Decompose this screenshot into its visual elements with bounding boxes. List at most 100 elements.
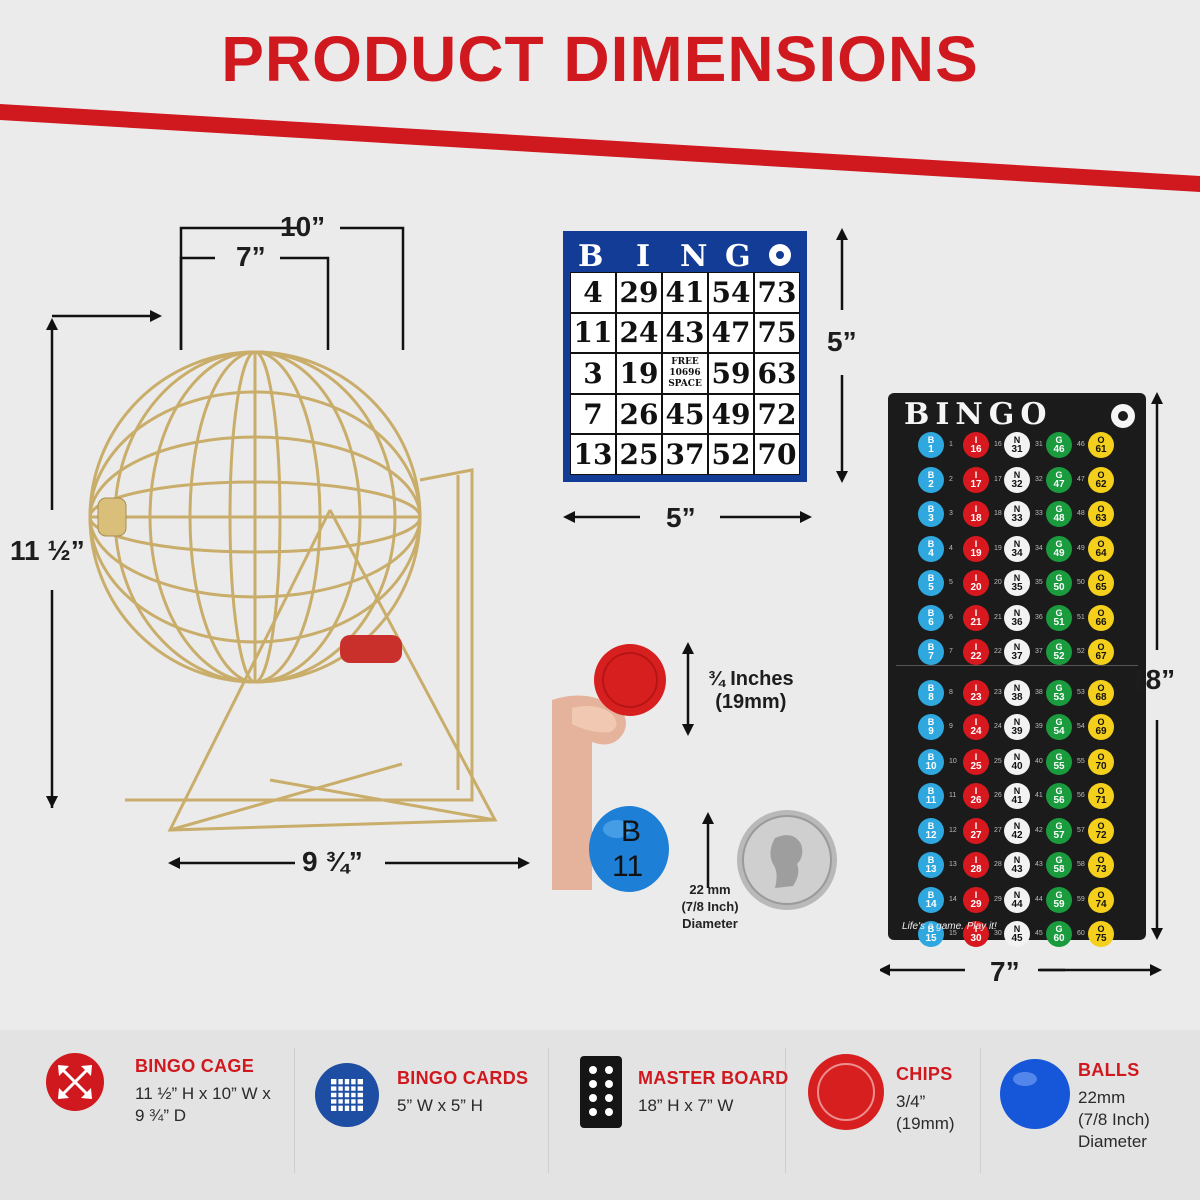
master-small-number: 52 (1077, 648, 1085, 655)
bingo-card-header: B I N G (570, 238, 800, 274)
master-ball-letter: G (1055, 538, 1063, 549)
master-ball-letter: B (927, 751, 935, 762)
master-ball-number: 24 (970, 726, 982, 737)
master-small-number: 51 (1077, 613, 1085, 621)
cage-height-label: 11 ½” (10, 535, 85, 566)
master-ball-number: 1 (928, 444, 934, 455)
master-ball-letter: G (1055, 573, 1063, 583)
master-ball-letter: I (974, 786, 978, 796)
master-ball-number: 45 (1011, 933, 1023, 944)
master-small-number: 31 (1035, 441, 1043, 448)
master-dimension-lines (880, 964, 1065, 976)
master-ball-letter: O (1097, 924, 1105, 934)
card-grid-icon (315, 1063, 379, 1127)
master-ball-number: 6 (928, 616, 934, 628)
master-small-number: 9 (949, 723, 953, 730)
card-cell: 47 (708, 312, 754, 354)
master-small-number: 44 (1035, 895, 1043, 903)
master-ball-number: 49 (1053, 547, 1065, 559)
master-ball-number: 61 (1095, 444, 1107, 455)
master-small-number: 46 (1077, 441, 1085, 448)
footer-divider (785, 1048, 786, 1173)
master-ball-number: 67 (1095, 651, 1107, 662)
master-ball-letter: B (927, 607, 935, 618)
feature-line: (19mm) (896, 1114, 955, 1133)
master-ball-letter: G (1055, 504, 1063, 514)
master-board-icon (580, 1056, 622, 1128)
card-cell: 54 (708, 272, 754, 313)
master-board-tagline: Life's a game. Play it! (902, 921, 997, 932)
master-small-number: 38 (1035, 688, 1043, 696)
feature-line: 9 ¾” D (135, 1106, 187, 1125)
cage-width-outer-label: 10” (280, 211, 326, 242)
ball-number: 11 (612, 850, 644, 883)
master-ball-number: 14 (925, 898, 937, 910)
master-ball-number: 52 (1053, 651, 1065, 662)
master-ball-number: 12 (925, 829, 937, 841)
chip-dimension-line (682, 642, 694, 736)
master-small-number: 20 (994, 579, 1002, 586)
master-small-number: 58 (1077, 861, 1085, 868)
master-ball-letter: G (1055, 820, 1063, 831)
feature-title: CHIPS (896, 1064, 953, 1084)
master-ball-letter: I (974, 717, 978, 727)
card-cell: 73 (754, 272, 800, 313)
master-small-number: 22 (994, 648, 1002, 655)
free-space-cell: FREE 10696 SPACE (662, 353, 708, 394)
master-ball-letter: N (1013, 924, 1021, 934)
master-ball-number: 43 (1011, 864, 1023, 875)
master-ball-letter: O (1097, 573, 1105, 583)
master-small-number: 25 (994, 757, 1002, 765)
master-ball-number: 36 (1011, 616, 1023, 628)
card-cell: 52 (708, 434, 754, 475)
master-small-number: 6 (949, 613, 953, 621)
master-small-number: 37 (1035, 648, 1043, 655)
master-ball-number: 18 (970, 513, 982, 524)
master-ball-letter: O (1097, 889, 1105, 900)
master-ball-letter: I (974, 504, 978, 514)
ball-icon (1000, 1059, 1070, 1129)
master-ball-letter: G (1055, 855, 1063, 865)
master-small-number: 2 (949, 475, 953, 483)
master-small-number: 42 (1035, 826, 1043, 834)
logo-icon (769, 244, 791, 266)
master-ball-letter: B (927, 855, 935, 865)
card-cell: 25 (616, 434, 662, 475)
master-small-number: 55 (1077, 757, 1085, 765)
master-small-number: 33 (1035, 510, 1043, 517)
feature-balls: BALLS 22mm (7/8 Inch) Diameter (1078, 1060, 1150, 1153)
card-cell: 59 (708, 353, 754, 394)
card-cell: 63 (754, 353, 800, 394)
master-ball-number: 10 (925, 760, 937, 772)
master-small-number: 28 (994, 861, 1002, 868)
master-small-number: 60 (1077, 930, 1085, 937)
master-ball-letter: I (974, 573, 978, 583)
master-small-number: 50 (1077, 579, 1085, 586)
master-ball-number: 4 (928, 547, 934, 559)
master-ball-number: 53 (1053, 691, 1065, 703)
master-ball-letter: I (974, 924, 978, 934)
master-ball-number: 7 (928, 651, 934, 662)
master-ball-letter: N (1013, 820, 1021, 831)
card-letter: I (636, 239, 651, 274)
master-ball-letter: I (974, 682, 978, 693)
master-ball-letter: O (1097, 435, 1105, 445)
feature-line: 3/4” (896, 1092, 926, 1111)
master-ball-letter: I (974, 889, 978, 900)
